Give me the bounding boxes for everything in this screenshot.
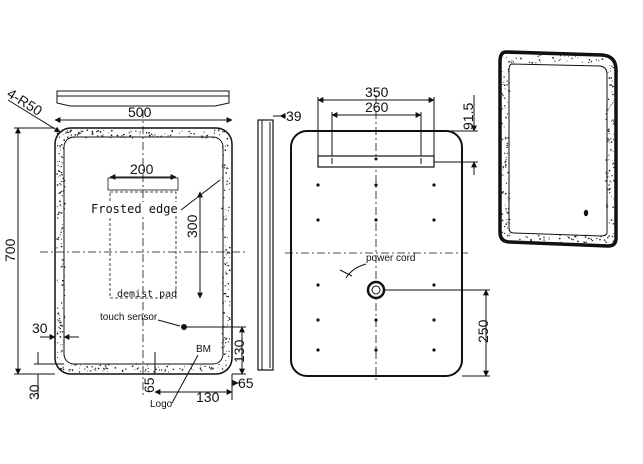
back-panel [290, 130, 463, 377]
touch-sensor-label: touch sensor [100, 312, 158, 323]
mounting-point [432, 283, 436, 287]
depth-dimension: 39 [286, 108, 302, 124]
mounting-points [316, 183, 436, 352]
mounting-point [432, 218, 436, 222]
power-cord-label: power cord [366, 253, 415, 264]
mounting-point [432, 348, 436, 352]
corner-radius-label: 4-R50 [4, 85, 45, 119]
mounting-point [374, 183, 378, 187]
height-dimension: 700 [2, 238, 18, 262]
logo-label: Logo [150, 399, 173, 410]
touch-sensor-dot [181, 324, 187, 330]
logo-offset-dimension: 65 [141, 377, 157, 393]
bracket-top-dimension: 91.5 [460, 103, 476, 130]
width-dimension: 500 [128, 104, 152, 120]
mounting-point [374, 218, 378, 222]
logo-mark: BM [196, 344, 211, 355]
inner-height-dimension: 300 [184, 214, 200, 238]
bracket-inner-dimension: 260 [365, 99, 389, 115]
mounting-point [316, 318, 320, 322]
mirror-inner [63, 136, 224, 365]
side-view: 39 65 [232, 108, 302, 391]
mounting-point [316, 283, 320, 287]
mounting-point [316, 218, 320, 222]
cord-height-dimension: 250 [475, 319, 491, 343]
perspective-sensor [583, 209, 589, 217]
bottom-offset-dimension: 30 [26, 384, 42, 400]
back-view: 350 260 91.5 power cord 250 [285, 84, 491, 382]
frosted-edge-label: Frosted edge [91, 202, 178, 216]
demist-pad [109, 191, 177, 299]
mounting-point [374, 318, 378, 322]
perspective-frosted-texture [501, 54, 615, 244]
mounting-point [432, 318, 436, 322]
mounting-point [316, 183, 320, 187]
mounting-point [316, 348, 320, 352]
inner-width-dimension: 200 [130, 161, 154, 177]
demist-pad-label: demist pad [117, 289, 177, 300]
bracket-outer-dimension: 350 [365, 84, 389, 100]
logo-width-dimension: 130 [196, 389, 220, 405]
front-view: 500 4-R50 700 200 300 Frosted edge demis… [2, 85, 247, 410]
edge-dimension: 65 [238, 375, 254, 391]
mounting-point [432, 183, 436, 187]
side-profile [257, 119, 274, 371]
top-edge-view [56, 90, 230, 107]
frosted-texture [56, 129, 231, 373]
sensor-height-dimension: 130 [231, 339, 247, 363]
perspective-view [498, 50, 618, 248]
mounting-point [374, 348, 378, 352]
left-offset-dimension: 30 [32, 320, 48, 336]
